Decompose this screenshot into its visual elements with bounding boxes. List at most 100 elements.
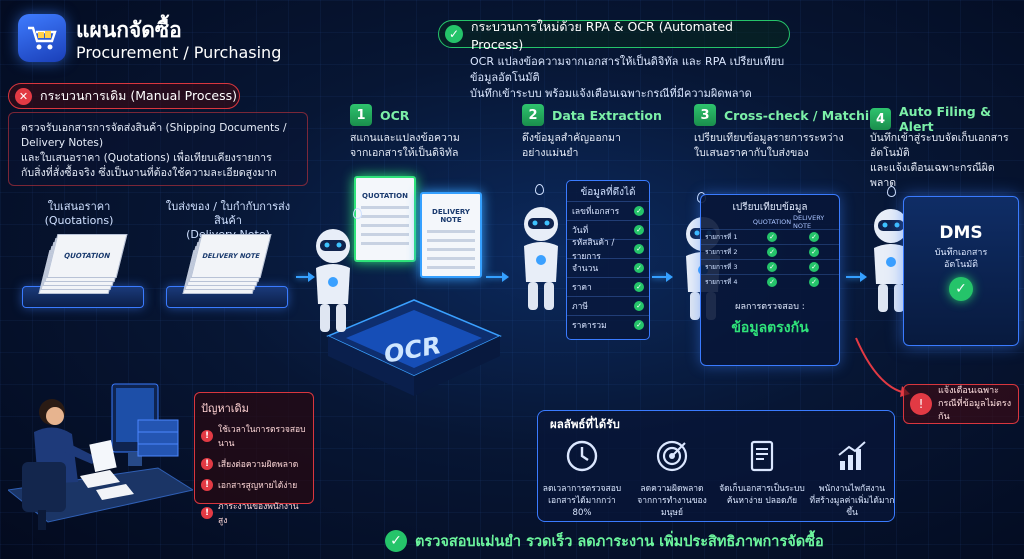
step-desc-line: ใบเสนอราคากับใบส่งของ (694, 147, 809, 159)
comparison-header-row: QUOTATION DELIVERY NOTE (701, 214, 839, 230)
result-line: ลดความผิดพลาด (640, 484, 704, 494)
step-desc-line: ดึงข้อมูลสำคัญออกมา (522, 132, 621, 144)
field-label: เลขที่เอกสาร (572, 207, 620, 217)
manual-process-description: ตรวจรับเอกสารการจัดส่งสินค้า (Shipping D… (8, 112, 308, 186)
col-header: QUOTATION (752, 218, 792, 226)
flow-arrow (296, 272, 315, 282)
problem-text: ภาระงานของพนักงานสูง (218, 502, 299, 526)
clock-icon (566, 440, 598, 472)
results-panel: ผลลัพธ์ที่ได้รับ ลดเวลาการตรวจสอบเอกสารไ… (537, 410, 895, 522)
auto-desc-line: บันทึกเข้าระบบ พร้อมแจ้งเตือนเฉพาะกรณีที… (470, 87, 752, 100)
step-title: Auto Filing & Alert (899, 104, 991, 134)
auto-desc-line: OCR แปลงข้อความจากเอกสารให้เป็นดิจิทัล แ… (470, 55, 785, 84)
result-item: ลดความผิดพลาดจากการทำงานของมนุษย์ (628, 439, 716, 519)
robot-icon (316, 229, 350, 332)
comparison-title: เปรียบเทียบข้อมูล (732, 202, 808, 213)
footer-text: ตรวจสอบแม่นยำ รวดเร็ว ลดภาระงาน เพิ่มประ… (415, 533, 824, 550)
check-icon: ✓ (767, 232, 777, 242)
step-desc-line: อย่างแม่นยำ (522, 147, 579, 159)
error-alert-box: ! แจ้งเตือนเฉพาะ กรณีที่ข้อมูลไม่ตรงกัน (903, 384, 1019, 424)
check-icon: ✓ (634, 282, 644, 292)
field-label: ภาษี (572, 302, 588, 312)
result-line: เอกสารได้มากกว่า 80% (548, 496, 616, 518)
problem-text: ใช้เวลาในการตรวจสอบนาน (218, 425, 306, 449)
step-4-header: 4 Auto Filing & Alert (870, 104, 1024, 134)
check-icon: ✓ (634, 301, 644, 311)
ocr-delivery-title: DELIVERY NOTE (432, 208, 470, 224)
extracted-field-row: ราคารวม ✓ (567, 315, 649, 334)
result-item: พนักงานไพกัสงานที่สร้างมูลค่าเพิ่มได้มาก… (808, 439, 896, 519)
result-item: ลดเวลาการตรวจสอบเอกสารได้มากกว่า 80% (538, 439, 626, 519)
delivery-paper-stack-icon: DELIVERY NOTE (182, 234, 272, 294)
comparison-row: รายการที่ 3✓✓ (701, 259, 839, 274)
field-label: ราคารวม (572, 321, 607, 331)
result-line: จากการทำงานของมนุษย์ (637, 496, 707, 518)
step-number: 2 (522, 104, 544, 126)
step-2-description: ดึงข้อมูลสำคัญออกมา อย่างแม่นยำ (522, 131, 621, 161)
extracted-field-row: วันที่✓ (567, 220, 649, 239)
field-label: ราคา (572, 283, 592, 293)
extracted-field-row: เลขที่เอกสาร ✓ (567, 201, 649, 220)
cart-logo-icon (18, 14, 66, 62)
check-icon: ✓ (634, 320, 644, 330)
quotation-caption-en: (Quotations) (44, 214, 114, 227)
check-icon: ✓ (634, 206, 644, 216)
result-line: ที่สร้างมูลค่าเพิ่มได้มากขึ้น (809, 496, 895, 518)
check-circle-icon: ✓ (445, 25, 463, 43)
ocr-scanner-platform (326, 299, 502, 396)
problem-item: ! ภาระงานของพนักงานสูง (201, 499, 307, 527)
result-line: พนักงานไพกัสงาน (818, 484, 886, 494)
comparison-result-label: ผลการตรวจสอบ : (735, 302, 805, 312)
manual-desc-line: ตรวจรับเอกสารการจัดส่งสินค้า (Shipping D… (21, 122, 287, 149)
comparison-panel: เปรียบเทียบข้อมูล QUOTATION DELIVERY NOT… (700, 194, 840, 366)
manual-process-label: ✕ กระบวนการเดิม (Manual Process) (8, 83, 240, 109)
dms-server: DMS บันทึกเอกสาร อัตโนมัติ ✓ (903, 196, 1019, 346)
ocr-delivery-card: DELIVERY NOTE (420, 192, 482, 278)
step-desc-line: สแกนและแปลงข้อความ (350, 132, 460, 144)
dms-sub-line: บันทึกเอกสาร (934, 248, 988, 258)
step-desc-line: เปรียบเทียบข้อมูลรายการระหว่าง (694, 132, 844, 144)
alert-line: กรณีที่ข้อมูลไม่ตรงกัน (938, 398, 1012, 422)
quotation-stamp: QUOTATION (46, 234, 128, 278)
check-icon: ✓ (634, 263, 644, 273)
problems-panel: ปัญหาเดิม ! ใช้เวลาในการตรวจสอบนาน !เสี่ย… (194, 392, 314, 526)
delivery-caption-th: ใบส่งของ / ใบกำกับการส่งสินค้า (165, 200, 291, 227)
automated-process-description: OCR แปลงข้อความจากเอกสารให้เป็นดิจิทัล แ… (470, 54, 810, 102)
check-icon: ✓ (767, 247, 777, 257)
ocr-quotation-title: QUOTATION (362, 192, 408, 200)
check-icon: ✓ (809, 247, 819, 257)
check-icon: ✓ (767, 277, 777, 287)
extracted-data-title: ข้อมูลที่ดึงได้ (580, 187, 636, 198)
problems-title: ปัญหาเดิม (201, 402, 249, 415)
row-label: รายการที่ 4 (705, 278, 738, 286)
result-line: จัดเก็บเอกสารเป็นระบบ (719, 484, 805, 494)
row-label: รายการที่ 2 (705, 248, 738, 256)
extracted-field-row: ภาษี ✓ (567, 296, 649, 315)
target-icon (656, 440, 688, 472)
flow-arrow (486, 272, 509, 282)
step-desc-line: จากเอกสารให้เป็นดิจิทัล (350, 147, 459, 159)
page-title-thai: แผนกจัดซื้อ (76, 18, 182, 42)
dms-title: DMS (939, 223, 983, 243)
step-title: Cross-check / Matching (724, 107, 888, 123)
manual-desc-line: และใบเสนอราคา (Quotations) เพื่อเทียบเคี… (21, 152, 272, 164)
row-label: รายการที่ 1 (705, 233, 738, 241)
step-number: 3 (694, 104, 716, 126)
check-circle-icon: ✓ (385, 530, 407, 552)
extracted-field-row: จำนวน✓ (567, 258, 649, 277)
flow-arrow (846, 272, 867, 282)
problem-item: !เสี่ยงต่อความผิดพลาด (201, 457, 307, 471)
check-icon: ✓ (809, 262, 819, 272)
step-title: Data Extraction (552, 107, 662, 123)
step-desc-line: บันทึกเข้าสู่ระบบจัดเก็บเอกสารอัตโนมัติ (870, 132, 1009, 159)
growth-chart-icon (838, 441, 866, 470)
exclamation-icon: ! (201, 507, 213, 519)
ocr-quotation-card: QUOTATION (354, 176, 416, 262)
comparison-row: รายการที่ 4✓✓ (701, 274, 839, 289)
exclamation-icon: ! (201, 479, 213, 491)
problem-item: !เอกสารสูญหายได้ง่าย (201, 478, 307, 492)
alert-text: แจ้งเตือนเฉพาะ กรณีที่ข้อมูลไม่ตรงกัน (938, 385, 1012, 424)
field-label: วันที่ (572, 226, 589, 236)
droplet-icon (535, 184, 544, 195)
col-header: DELIVERY NOTE (793, 214, 825, 230)
